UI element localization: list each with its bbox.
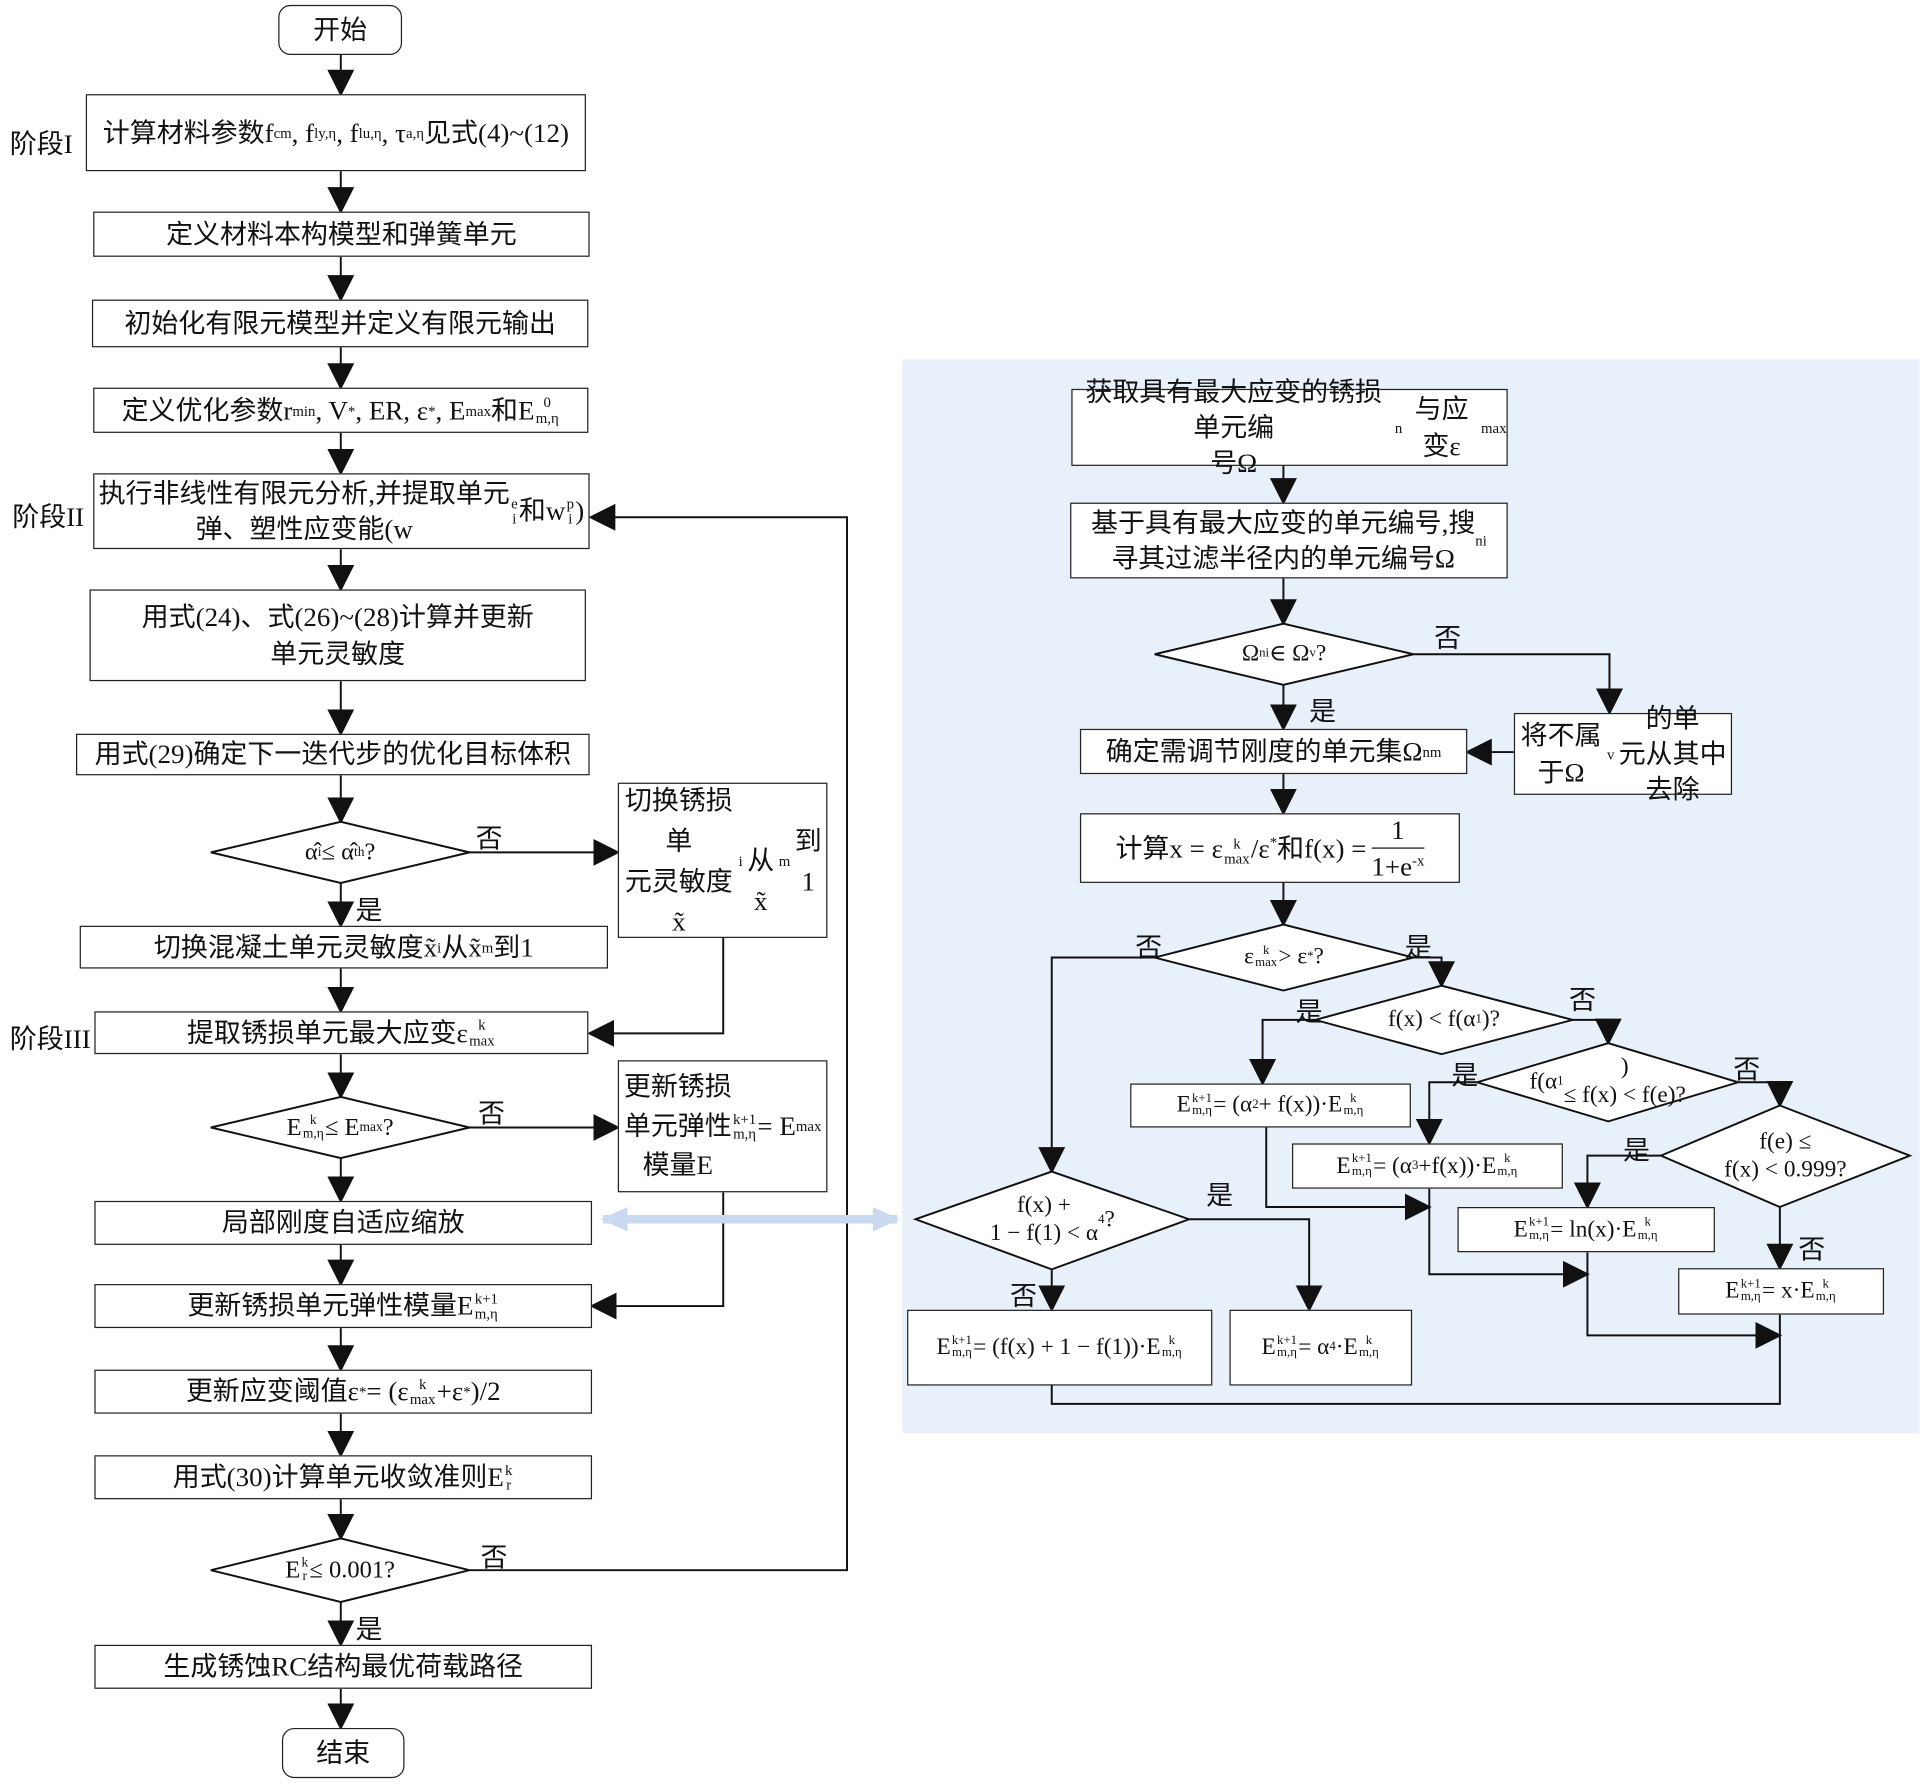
fraction-numerator: 1 — [1371, 812, 1425, 849]
decision-diamond-r4 — [1473, 1042, 1742, 1123]
decision-diamond-1 — [210, 820, 470, 884]
yes-label: 是 — [1206, 1180, 1234, 1211]
no-label: 否 — [1798, 1233, 1826, 1265]
arrow — [1249, 1018, 1316, 1086]
no-label: 否 — [1010, 1280, 1038, 1311]
stage-2-label: 阶段II — [12, 501, 85, 532]
yes-label: 是 — [1295, 996, 1323, 1028]
yes-label: 是 — [1622, 1134, 1650, 1166]
decision-diamond-r5 — [1658, 1104, 1913, 1209]
yes-label: 是 — [1309, 695, 1337, 727]
start-terminator: 开始 — [278, 4, 403, 56]
step-update-sensitivity: 用式(24)、式(26)~(28)计算并更新 单元灵敏度 — [89, 589, 586, 682]
step-generate-load-path: 生成锈蚀RC结构最优荷载路径 — [94, 1644, 593, 1689]
yes-label: 是 — [1404, 931, 1432, 963]
arrow — [1572, 1018, 1622, 1046]
step-target-volume: 用式(29)确定下一迭代步的优化目标体积 — [75, 733, 590, 776]
arrow — [1265, 1127, 1432, 1221]
decision-diamond-3 — [210, 1537, 470, 1604]
fraction: 1 1+e-x — [1371, 812, 1425, 884]
no-label: 否 — [478, 1098, 506, 1129]
yes-label: 是 — [355, 1614, 383, 1645]
arrow — [1586, 1252, 1783, 1349]
decision-diamond-r6 — [912, 1170, 1192, 1271]
no-label: 否 — [480, 1542, 508, 1573]
yes-label: 是 — [1451, 1060, 1479, 1091]
decision-diamond-2 — [210, 1095, 470, 1160]
no-label: 否 — [1569, 984, 1597, 1016]
no-label: 否 — [1135, 931, 1163, 963]
decision-r5-text: f(e) ≤ f(x) < 0.999? — [1724, 1128, 1847, 1182]
step-init-fe-model: 初始化有限元模型并定义有限元输出 — [91, 299, 589, 348]
arrow — [1038, 956, 1155, 1174]
loop-arrow — [469, 503, 849, 1572]
arrow — [587, 937, 725, 1047]
arrow — [1573, 1154, 1661, 1210]
stage-1-label: 阶段I — [9, 128, 73, 159]
step-define-model: 定义材料本构模型和弹簧单元 — [93, 211, 590, 257]
fraction-denominator: 1+e-x — [1371, 851, 1425, 882]
decision-diamond-r1 — [1154, 622, 1414, 686]
merge-line — [1050, 1314, 1781, 1405]
decision-1-text: α̂i ≤ α̂th? — [304, 838, 376, 866]
arrow — [1428, 1188, 1590, 1288]
arrow — [589, 1192, 725, 1320]
end-terminator: 结束 — [281, 1727, 405, 1779]
arrow — [1738, 1081, 1794, 1108]
arrow — [1413, 653, 1623, 716]
step-local-stiffness-scaling: 局部刚度自适应缩放 — [94, 1200, 593, 1245]
decision-diamond-r3 — [1311, 984, 1577, 1056]
yes-label: 是 — [355, 895, 383, 926]
arrow — [1415, 1081, 1478, 1146]
decision-diamond-r2 — [1154, 923, 1414, 992]
stage-3-label: 阶段III — [9, 1023, 91, 1055]
arrow — [1189, 1218, 1323, 1313]
arrow — [1413, 956, 1456, 989]
no-label: 否 — [475, 823, 503, 854]
no-label: 否 — [1733, 1054, 1761, 1085]
no-label: 否 — [1434, 622, 1462, 654]
